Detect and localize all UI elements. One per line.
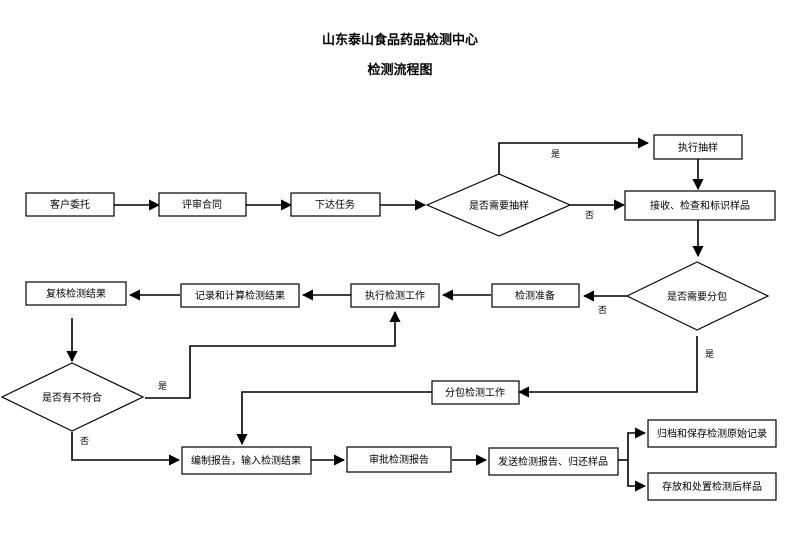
label-sampling-no: 否 <box>585 210 594 221</box>
connectors <box>66 137 704 492</box>
label-nonconform-yes: 是 <box>158 381 167 392</box>
node-do-sampling: 执行抽样 <box>653 134 743 160</box>
node-receive-label: 接收、检查和标识样品 <box>650 199 750 212</box>
node-recheck-label: 复核检测结果 <box>46 287 106 300</box>
node-execute-label: 执行检测工作 <box>365 289 425 302</box>
node-dispose: 存放和处置检测后样品 <box>647 472 777 501</box>
node-compile: 编制报告，输入检测结果 <box>181 446 312 475</box>
diagram-subtitle: 检测流程图 <box>367 63 433 78</box>
node-review: 评审合同 <box>158 192 247 217</box>
node-send-label: 发送检测报告、归还样品 <box>498 455 608 468</box>
node-subcontract-decision-label: 是否需要分包 <box>667 290 727 303</box>
node-assign: 下达任务 <box>290 192 381 217</box>
node-send: 发送检测报告、归还样品 <box>488 447 619 476</box>
node-dispose-label: 存放和处置检测后样品 <box>662 480 762 493</box>
label-sampling-yes: 是 <box>551 149 560 160</box>
node-subcontract-work: 分包检测工作 <box>431 380 520 405</box>
node-sampling-decision: 是否需要抽样 <box>425 173 572 237</box>
node-record-label: 记录和计算检测结果 <box>195 289 285 302</box>
node-receive: 接收、检查和标识样品 <box>624 190 776 221</box>
edge-nonconform-yes <box>145 310 401 399</box>
node-archive-label: 归档和保存检测原始记录 <box>657 427 767 440</box>
node-client-label: 客户委托 <box>50 198 90 211</box>
edge-branch-archive <box>627 427 647 460</box>
edge-nonconform-no <box>71 432 181 466</box>
node-approve: 审批检测报告 <box>346 446 452 473</box>
node-compile-label: 编制报告，输入检测结果 <box>191 454 301 467</box>
diagram-title: 山东泰山食品药品检测中心 <box>321 33 478 48</box>
node-nonconform-decision: 是否有不符合 <box>0 362 145 432</box>
label-subcontract-no: 否 <box>598 305 607 316</box>
node-prepare: 检测准备 <box>491 283 580 308</box>
node-client: 客户委托 <box>25 192 115 217</box>
node-archive: 归档和保存检测原始记录 <box>647 419 777 448</box>
node-subcontract-work-label: 分包检测工作 <box>445 386 505 399</box>
node-sampling-decision-label: 是否需要抽样 <box>469 199 529 212</box>
node-execute: 执行检测工作 <box>350 283 440 308</box>
edge-branch-dispose <box>627 460 647 492</box>
label-subcontract-yes: 是 <box>705 349 714 360</box>
node-assign-label: 下达任务 <box>315 198 355 211</box>
node-subcontract-decision: 是否需要分包 <box>625 261 770 331</box>
edge-subcontract-work-compile <box>236 391 432 446</box>
node-do-sampling-label: 执行抽样 <box>678 141 718 154</box>
node-prepare-label: 检测准备 <box>515 289 555 302</box>
node-recheck: 复核检测结果 <box>25 281 127 306</box>
edge-subcontract-yes <box>517 336 698 398</box>
node-nonconform-decision-label: 是否有不符合 <box>42 391 102 404</box>
node-approve-label: 审批检测报告 <box>369 453 429 466</box>
label-nonconform-no: 否 <box>80 436 89 447</box>
node-review-label: 评审合同 <box>182 198 222 211</box>
node-record: 记录和计算检测结果 <box>180 283 300 308</box>
edge-decision-sampling <box>498 137 650 174</box>
